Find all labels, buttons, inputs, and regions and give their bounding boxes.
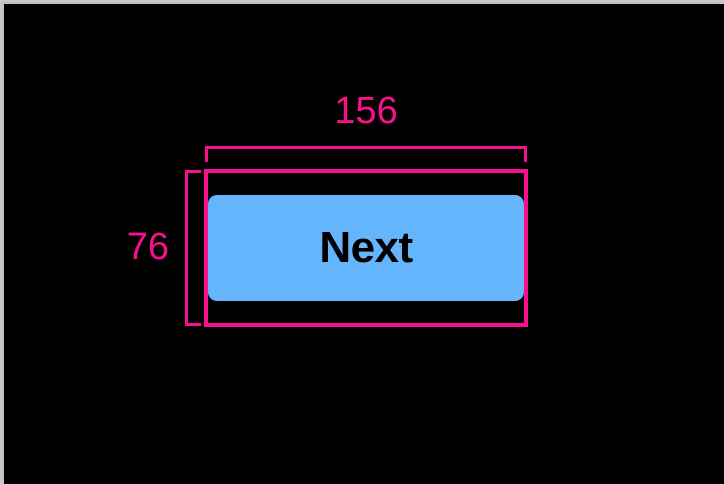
element-box-model-overlay: Next bbox=[204, 169, 528, 327]
height-dimension-label: 76 bbox=[126, 226, 169, 268]
next-button[interactable]: Next bbox=[208, 195, 524, 301]
height-dimension-bracket bbox=[185, 170, 201, 326]
inspector-canvas: 156 76 Next bbox=[4, 4, 724, 484]
width-dimension-bracket bbox=[205, 146, 527, 162]
next-button-label: Next bbox=[319, 223, 413, 272]
width-dimension-label: 156 bbox=[334, 90, 398, 132]
